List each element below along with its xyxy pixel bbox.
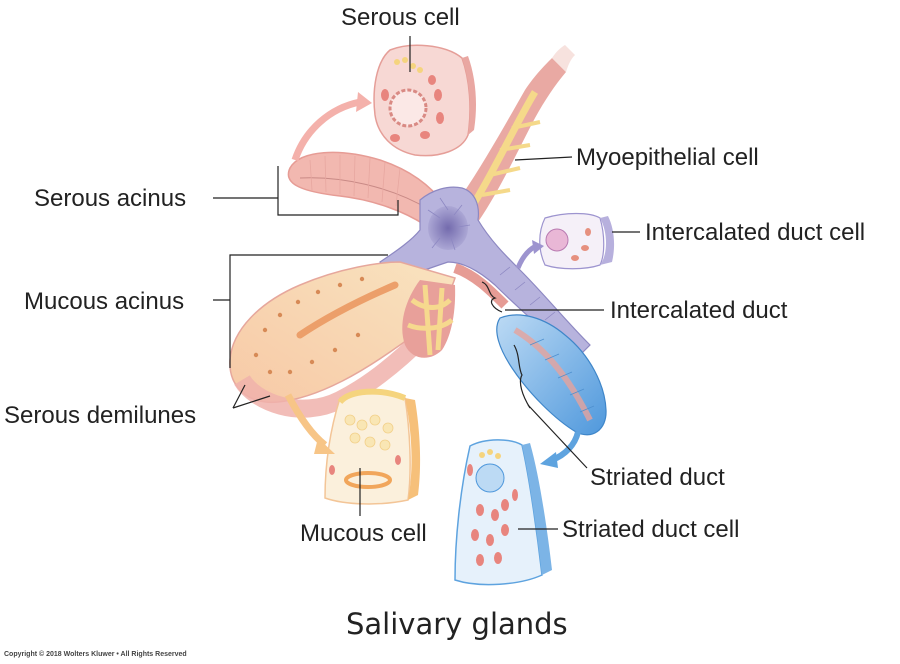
label-serous-acinus: Serous acinus <box>34 185 187 212</box>
label-mucous-cell: Mucous cell <box>300 520 427 547</box>
leader-serous-demilunes-b <box>232 395 271 409</box>
label-myoepithelial-cell: Myoepithelial cell <box>576 144 759 171</box>
leader-lines <box>213 36 640 530</box>
excretory-duct-upper <box>455 45 575 222</box>
label-intercalated-duct-cell: Intercalated duct cell <box>645 219 866 246</box>
copyright-notice: Copyright © 2018 Wolters Kluwer • All Ri… <box>4 651 187 658</box>
serous-acinus-shape <box>287 151 446 226</box>
bracket-mucous-acinus <box>229 254 388 368</box>
figure-title: Salivary glands <box>346 607 568 641</box>
label-striated-duct: Striated duct <box>590 464 725 491</box>
striated-duct-shape <box>496 314 607 436</box>
intercalated-arrow-head <box>532 240 544 254</box>
serous-arrow <box>291 98 361 162</box>
brace-striated-duct <box>513 344 531 409</box>
serous-arrow-head <box>356 92 372 112</box>
striated-arrow-head <box>540 452 558 468</box>
mucous-cell-illustration <box>324 388 421 505</box>
label-mucous-acinus: Mucous acinus <box>24 288 185 315</box>
intercalated-duct-cell-illustration <box>539 212 615 270</box>
bracket-serous-acinus <box>277 166 399 216</box>
striated-duct-cell-illustration <box>454 439 552 586</box>
intercalated-arrow <box>515 243 538 269</box>
label-serous-cell: Serous cell <box>341 4 460 31</box>
mucous-arrow-head <box>314 438 335 454</box>
leader-myoepithelial-cell <box>514 156 573 161</box>
brace-intercalated-duct <box>481 281 503 313</box>
label-serous-demilunes: Serous demilunes <box>4 402 197 429</box>
label-intercalated-duct: Intercalated duct <box>610 297 788 324</box>
leader-serous-demilunes-a <box>232 384 246 409</box>
label-striated-duct-cell: Striated duct cell <box>562 516 740 543</box>
leader-striated-duct <box>527 404 588 469</box>
serous-cell-illustration <box>373 44 476 157</box>
myoepithelial-basket <box>402 263 509 358</box>
